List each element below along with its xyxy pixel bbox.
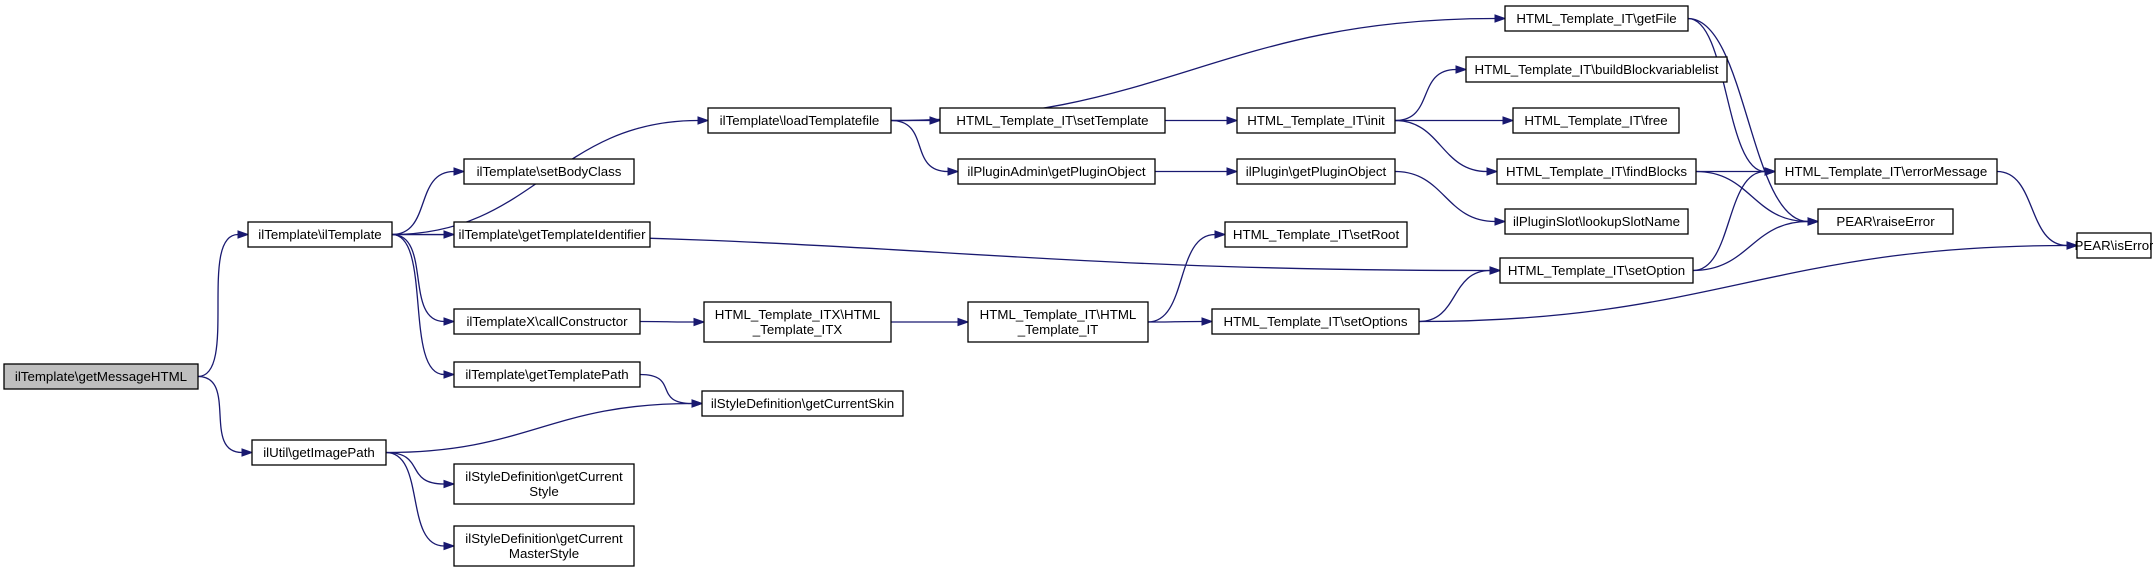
node-ilplugin-getpluginobject[interactable]: ilPlugin\getPluginObject xyxy=(1236,158,1396,185)
edge-html-template-it-init-to-html-template-it-free xyxy=(1395,116,1515,125)
edge-iltemplate-iltemplate-to-iltemplate-setbodyclass xyxy=(391,167,466,236)
node-label: ilStyleDefinition\getCurrent xyxy=(465,531,623,546)
node-html-template-itx-html-template-itx[interactable]: HTML_Template_ITX\HTML_Template_ITX xyxy=(703,301,892,343)
node-html-template-it-html-template-it[interactable]: HTML_Template_IT\HTML_Template_IT xyxy=(967,301,1149,343)
node-label: HTML_Template_IT\findBlocks xyxy=(1506,164,1687,179)
edge-html-template-itx-html-template-itx-to-html-template-it-html-template-it xyxy=(891,317,970,327)
node-iltemplate-gettemplateidentifier[interactable]: ilTemplate\getTemplateIdentifier xyxy=(453,221,651,248)
edge-iltemplate-loadtemplatefile-to-ilpluginadmin-getpluginobject xyxy=(890,119,960,176)
edge-html-template-it-setoption-to-pear-raiseerror xyxy=(1692,217,1820,272)
node-label: ilStyleDefinition\getCurrent xyxy=(465,469,623,484)
node-html-template-it-findblocks[interactable]: HTML_Template_IT\findBlocks xyxy=(1496,158,1697,185)
node-label: HTML_Template_IT\getFile xyxy=(1516,11,1676,26)
node-ilpluginslot-lookupslotname[interactable]: ilPluginSlot\lookupSlotName xyxy=(1504,208,1689,235)
node-label: ilTemplate\getTemplatePath xyxy=(465,367,628,382)
node-label: ilPlugin\getPluginObject xyxy=(1246,164,1387,179)
edge-html-template-it-setoptions-to-html-template-it-setoption xyxy=(1418,266,1502,323)
node-label: ilTemplate\getTemplateIdentifier xyxy=(459,227,647,242)
node-pear-iserror[interactable]: PEAR\isError xyxy=(2074,232,2153,259)
node-label: _Template_IT xyxy=(1017,322,1099,337)
node-html-template-it-settemplate[interactable]: HTML_Template_IT\setTemplate xyxy=(939,107,1166,134)
node-html-template-it-setoption[interactable]: HTML_Template_IT\setOption xyxy=(1499,257,1694,284)
node-html-template-it-free[interactable]: HTML_Template_IT\free xyxy=(1512,107,1680,134)
edge-iltemplate-loadtemplatefile-to-html-template-it-getfile xyxy=(890,14,1507,122)
node-label: HTML_Template_IT\free xyxy=(1524,113,1667,128)
node-label: Style xyxy=(529,484,559,499)
node-html-template-it-getfile[interactable]: HTML_Template_IT\getFile xyxy=(1504,5,1689,32)
node-iltemplatex-callconstructor[interactable]: ilTemplateX\callConstructor xyxy=(453,308,641,335)
edge-html-template-it-getfile-to-html-template-it-errormessage xyxy=(1687,17,1777,176)
node-label: ilTemplateX\callConstructor xyxy=(466,314,628,329)
node-label: ilPluginSlot\lookupSlotName xyxy=(1513,214,1680,229)
node-pear-raiseerror[interactable]: PEAR\raiseError xyxy=(1817,208,1954,235)
node-label: ilTemplate\getMessageHTML xyxy=(15,369,187,384)
node-label: ilUtil\getImagePath xyxy=(263,445,375,460)
node-html-template-it-errormessage[interactable]: HTML_Template_IT\errorMessage xyxy=(1774,158,1998,185)
node-label: PEAR\raiseError xyxy=(1836,214,1935,229)
node-label: ilTemplate\ilTemplate xyxy=(258,227,381,242)
edge-html-template-it-html-template-it-to-html-template-it-setroot xyxy=(1147,230,1227,323)
node-label: PEAR\isError xyxy=(2074,238,2153,253)
node-iltemplate-gettemplatepath[interactable]: ilTemplate\getTemplatePath xyxy=(453,361,641,388)
edge-iltemplate-iltemplate-to-iltemplatex-callconstructor xyxy=(391,233,456,326)
edge-ilpluginadmin-getpluginobject-to-ilplugin-getpluginobject xyxy=(1155,167,1239,176)
node-label: ilTemplate\loadTemplatefile xyxy=(720,113,880,128)
node-label: HTML_Template_IT\setOptions xyxy=(1223,314,1407,329)
edge-ilutil-getimagepath-to-ilstyledefinition-getcurrentskin xyxy=(385,399,704,454)
edge-html-template-it-init-to-html-template-it-findblocks xyxy=(1394,119,1499,176)
edge-html-template-it-setoption-to-html-template-it-errormessage xyxy=(1692,167,1777,272)
edge-html-template-it-errormessage-to-pear-iserror xyxy=(1996,170,2079,250)
node-label: ilTemplate\setBodyClass xyxy=(477,164,622,179)
node-label: HTML_Template_IT\buildBlockvariablelist xyxy=(1475,62,1719,77)
node-html-template-it-init[interactable]: HTML_Template_IT\init xyxy=(1236,107,1396,134)
edge-iltemplate-gettemplatepath-to-ilstyledefinition-getcurrentskin xyxy=(639,373,704,408)
edge-iltemplate-getmessagehtml-to-iltemplate-iltemplate xyxy=(197,230,250,378)
node-iltemplate-getmessagehtml[interactable]: ilTemplate\getMessageHTML xyxy=(3,363,199,390)
edge-iltemplatex-callconstructor-to-html-template-itx-html-template-itx xyxy=(639,317,706,327)
node-label: HTML_Template_ITX\HTML xyxy=(715,307,881,322)
edge-html-template-it-html-template-it-to-html-template-it-setoptions xyxy=(1147,317,1214,326)
node-iltemplate-setbodyclass[interactable]: ilTemplate\setBodyClass xyxy=(463,158,635,185)
node-label: HTML_Template_IT\setRoot xyxy=(1233,227,1400,242)
node-label: ilStyleDefinition\getCurrentSkin xyxy=(711,396,894,411)
edge-html-template-it-settemplate-to-html-template-it-init xyxy=(1165,116,1239,125)
node-label: HTML_Template_IT\setOption xyxy=(1508,263,1685,278)
node-html-template-it-setoptions[interactable]: HTML_Template_IT\setOptions xyxy=(1211,308,1420,335)
edge-ilplugin-getpluginobject-to-ilpluginslot-lookupslotname xyxy=(1394,170,1507,226)
node-label: MasterStyle xyxy=(509,546,579,561)
edge-ilutil-getimagepath-to-ilstyledefinition-getcurrentmasterstyle xyxy=(385,451,456,551)
node-html-template-it-buildblockvariablelist[interactable]: HTML_Template_IT\buildBlockvariablelist xyxy=(1465,56,1728,83)
node-html-template-it-setroot[interactable]: HTML_Template_IT\setRoot xyxy=(1224,221,1408,248)
node-ilutil-getimagepath[interactable]: ilUtil\getImagePath xyxy=(251,439,387,466)
node-label: HTML_Template_IT\errorMessage xyxy=(1785,164,1987,179)
node-ilstyledefinition-getcurrentskin[interactable]: ilStyleDefinition\getCurrentSkin xyxy=(701,390,904,417)
node-iltemplate-iltemplate[interactable]: ilTemplate\ilTemplate xyxy=(247,221,393,248)
node-label: _Template_ITX xyxy=(752,322,843,337)
node-label: HTML_Template_IT\init xyxy=(1247,113,1385,128)
node-ilpluginadmin-getpluginobject[interactable]: ilPluginAdmin\getPluginObject xyxy=(957,158,1156,185)
node-iltemplate-loadtemplatefile[interactable]: ilTemplate\loadTemplatefile xyxy=(707,107,892,134)
edge-iltemplate-getmessagehtml-to-ilutil-getimagepath xyxy=(197,375,254,457)
node-label: ilPluginAdmin\getPluginObject xyxy=(967,164,1145,179)
edge-ilutil-getimagepath-to-ilstyledefinition-getcurrentstyle xyxy=(385,451,456,489)
edge-iltemplate-iltemplate-to-iltemplate-gettemplatepath xyxy=(391,233,456,379)
edge-html-template-it-init-to-html-template-it-buildblockvariablelist xyxy=(1394,65,1468,122)
node-label: HTML_Template_IT\HTML xyxy=(980,307,1137,322)
node-label: HTML_Template_IT\setTemplate xyxy=(956,113,1148,128)
edge-html-template-it-getfile-to-pear-raiseerror xyxy=(1687,17,1820,226)
